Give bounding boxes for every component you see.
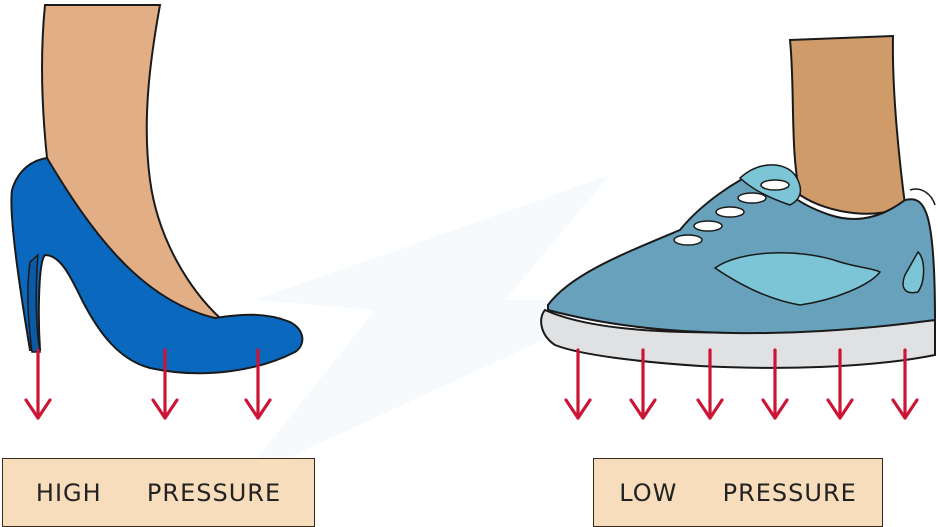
sneaker-side-panel bbox=[713, 252, 882, 306]
sneaker-laces bbox=[673, 179, 790, 246]
arrow-high-3 bbox=[244, 348, 272, 420]
arrow-low-6 bbox=[891, 348, 919, 420]
arrow-low-2 bbox=[629, 348, 657, 420]
stiletto-heel bbox=[27, 253, 41, 353]
sneaker-illustration bbox=[540, 34, 937, 369]
watermark-logo bbox=[240, 175, 630, 480]
arrow-high-2 bbox=[151, 348, 179, 420]
arrow-low-3 bbox=[696, 348, 724, 420]
low-pressure-label: LOW PRESSURE bbox=[619, 478, 857, 507]
high-pressure-label-box: HIGH PRESSURE bbox=[2, 458, 315, 527]
high-pressure-label: HIGH PRESSURE bbox=[35, 478, 282, 507]
sneaker-sole bbox=[540, 308, 936, 369]
sneaker-heel-tab bbox=[902, 250, 925, 294]
leg-right bbox=[788, 34, 907, 215]
arrow-low-5 bbox=[826, 348, 854, 420]
sneaker-collar bbox=[909, 188, 936, 206]
high-pressure-arrows bbox=[24, 348, 272, 420]
arrow-high-1 bbox=[24, 348, 52, 420]
low-pressure-label-box: LOW PRESSURE bbox=[593, 458, 883, 527]
high-heel-shoe bbox=[10, 156, 304, 375]
arrow-low-1 bbox=[564, 348, 592, 420]
high-heel-illustration bbox=[10, 4, 304, 375]
arrow-low-4 bbox=[761, 348, 789, 420]
low-pressure-arrows bbox=[564, 348, 919, 420]
